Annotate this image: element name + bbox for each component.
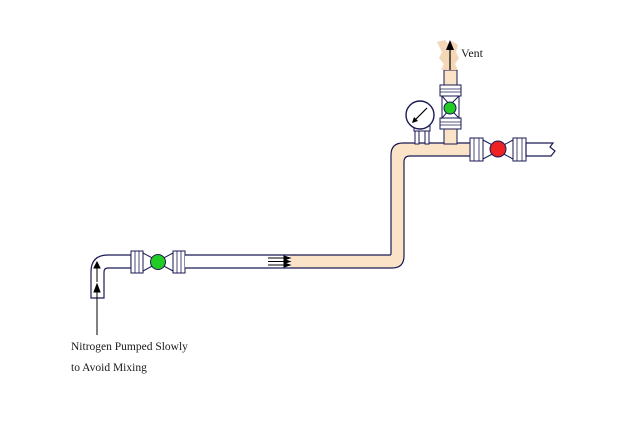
flow-arrows	[268, 255, 292, 268]
inlet-flow-arrows	[93, 260, 101, 335]
inlet-valve[interactable]	[130, 250, 186, 274]
outlet-pipe	[525, 142, 556, 157]
lower-horizontal-pipe	[185, 254, 390, 269]
vent-label: Vent	[461, 46, 483, 60]
vent-pipe	[443, 69, 458, 145]
inlet-valve-open-indicator	[150, 254, 166, 270]
caption-line-1: Nitrogen Pumped Slowly	[71, 341, 188, 353]
up-arrow-icon	[446, 40, 454, 70]
vent-valve-open-indicator	[443, 101, 457, 115]
caption-line-2: to Avoid Mixing	[71, 362, 147, 374]
vent-valve[interactable]	[439, 84, 462, 130]
outlet-valve[interactable]	[469, 137, 527, 162]
pressure-gauge	[405, 100, 435, 145]
riser-pipe	[389, 142, 470, 269]
vent-vapor	[437, 40, 459, 70]
outlet-valve-closed-indicator	[489, 140, 507, 158]
